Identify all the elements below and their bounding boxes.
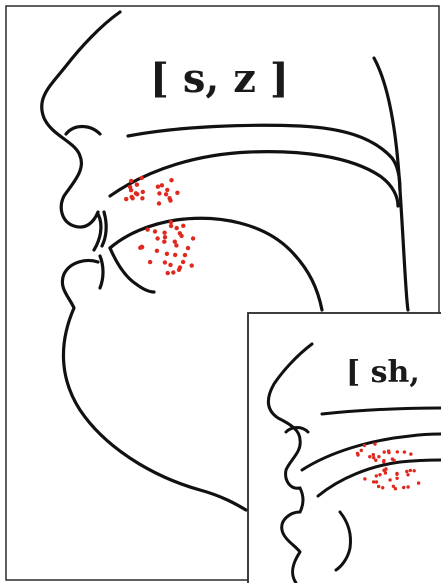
inset-ridge-dot <box>372 453 375 456</box>
main-phoneme-label: [ s, z ] <box>150 55 289 102</box>
main-ridge-dot <box>169 178 173 182</box>
main-ridge-dot <box>130 195 134 199</box>
inset-ridge-dot <box>356 453 359 456</box>
inset-tongue-dot <box>375 480 378 483</box>
main-ridge-dot <box>157 201 161 205</box>
main-tongue-dot <box>181 260 185 264</box>
main-tongue-dot <box>162 231 166 235</box>
main-ridge-dot <box>175 191 179 195</box>
main-ridge-dot <box>160 183 164 187</box>
inset-ridge-dot <box>403 450 406 453</box>
main-ridge-dot <box>167 196 171 200</box>
main-tongue-dot <box>155 236 159 240</box>
inset-ridge-dot <box>363 444 366 447</box>
main-tongue-dot <box>171 270 175 274</box>
inset-tongue-dot <box>372 480 375 483</box>
main-tongue-dot <box>165 252 169 256</box>
main-tongue-dot <box>148 260 152 264</box>
inset-ridge-dot <box>383 450 386 453</box>
inset-tongue-dot <box>363 477 366 480</box>
main-tongue-dot <box>162 240 166 244</box>
inset-tongue-dot <box>417 481 420 484</box>
inset-tongue-dot <box>378 473 381 476</box>
inset-tongue-dot <box>375 474 378 477</box>
main-ridge-dot <box>128 185 132 189</box>
inset-phoneme-label: [ sh, <box>346 355 420 390</box>
main-tongue-dot <box>166 271 170 275</box>
main-tongue-dot <box>186 246 190 250</box>
main-ridge-dot <box>141 190 145 194</box>
main-tongue-dot <box>153 229 157 233</box>
main-tongue-dot <box>191 236 195 240</box>
main-tongue-dot <box>173 253 177 257</box>
inset-ridge-dot <box>382 460 385 463</box>
main-ridge-dot <box>140 196 144 200</box>
inset-tongue-dot <box>413 469 416 472</box>
main-tongue-dot <box>155 249 159 253</box>
inset-tongue-dot <box>406 485 409 488</box>
inset-ridge-dot <box>360 449 363 452</box>
inset-ridge-dot <box>409 452 412 455</box>
main-tongue-dot <box>190 263 194 267</box>
inset-frame <box>248 313 441 583</box>
inset-ridge-dot <box>372 456 375 459</box>
main-ridge-dot <box>156 185 160 189</box>
main-ridge-dot <box>135 183 139 187</box>
main-ridge-dot <box>140 176 144 180</box>
inset-tongue-dot <box>381 486 384 489</box>
inset-ridge-dot <box>377 455 380 458</box>
main-tongue-dot <box>181 224 185 228</box>
inset-tongue-dot <box>392 485 395 488</box>
inset-ridge-dot <box>368 455 371 458</box>
main-ridge-dot <box>134 191 138 195</box>
main-ridge-dot <box>165 188 169 192</box>
main-ridge-dot <box>129 179 133 183</box>
inset-ridge-dot <box>373 442 376 445</box>
main-tongue-dot <box>169 224 173 228</box>
main-tongue-dot <box>183 253 187 257</box>
inset-tongue-dot <box>409 469 412 472</box>
main-tongue-dot <box>174 243 178 247</box>
inset-tongue-dot <box>406 473 409 476</box>
inset-ridge-dot <box>392 459 395 462</box>
inset-tongue-dot <box>377 485 380 488</box>
main-ridge-dot <box>124 197 128 201</box>
main-tongue-dot <box>138 246 142 250</box>
main-tongue-dot <box>168 263 172 267</box>
main-tongue-dot <box>175 226 179 230</box>
inset-panel: [ sh, <box>248 313 441 583</box>
main-tongue-dot <box>163 260 167 264</box>
inset-tongue-dot <box>405 470 408 473</box>
inset-tongue-dot <box>395 473 398 476</box>
inset-ridge-dot <box>396 450 399 453</box>
inset-ridge-dot <box>387 449 390 452</box>
inset-tongue-dot <box>395 477 398 480</box>
inset-tongue-dot <box>383 469 386 472</box>
main-ridge-dot <box>157 191 161 195</box>
main-tongue-dot <box>178 265 182 269</box>
main-ridge-dot <box>164 192 168 196</box>
main-tongue-dot <box>145 227 149 231</box>
main-tongue-dot <box>179 234 183 238</box>
inset-tongue-dot <box>402 486 405 489</box>
inset-tongue-dot <box>388 478 391 481</box>
main-tongue-dot <box>163 235 167 239</box>
